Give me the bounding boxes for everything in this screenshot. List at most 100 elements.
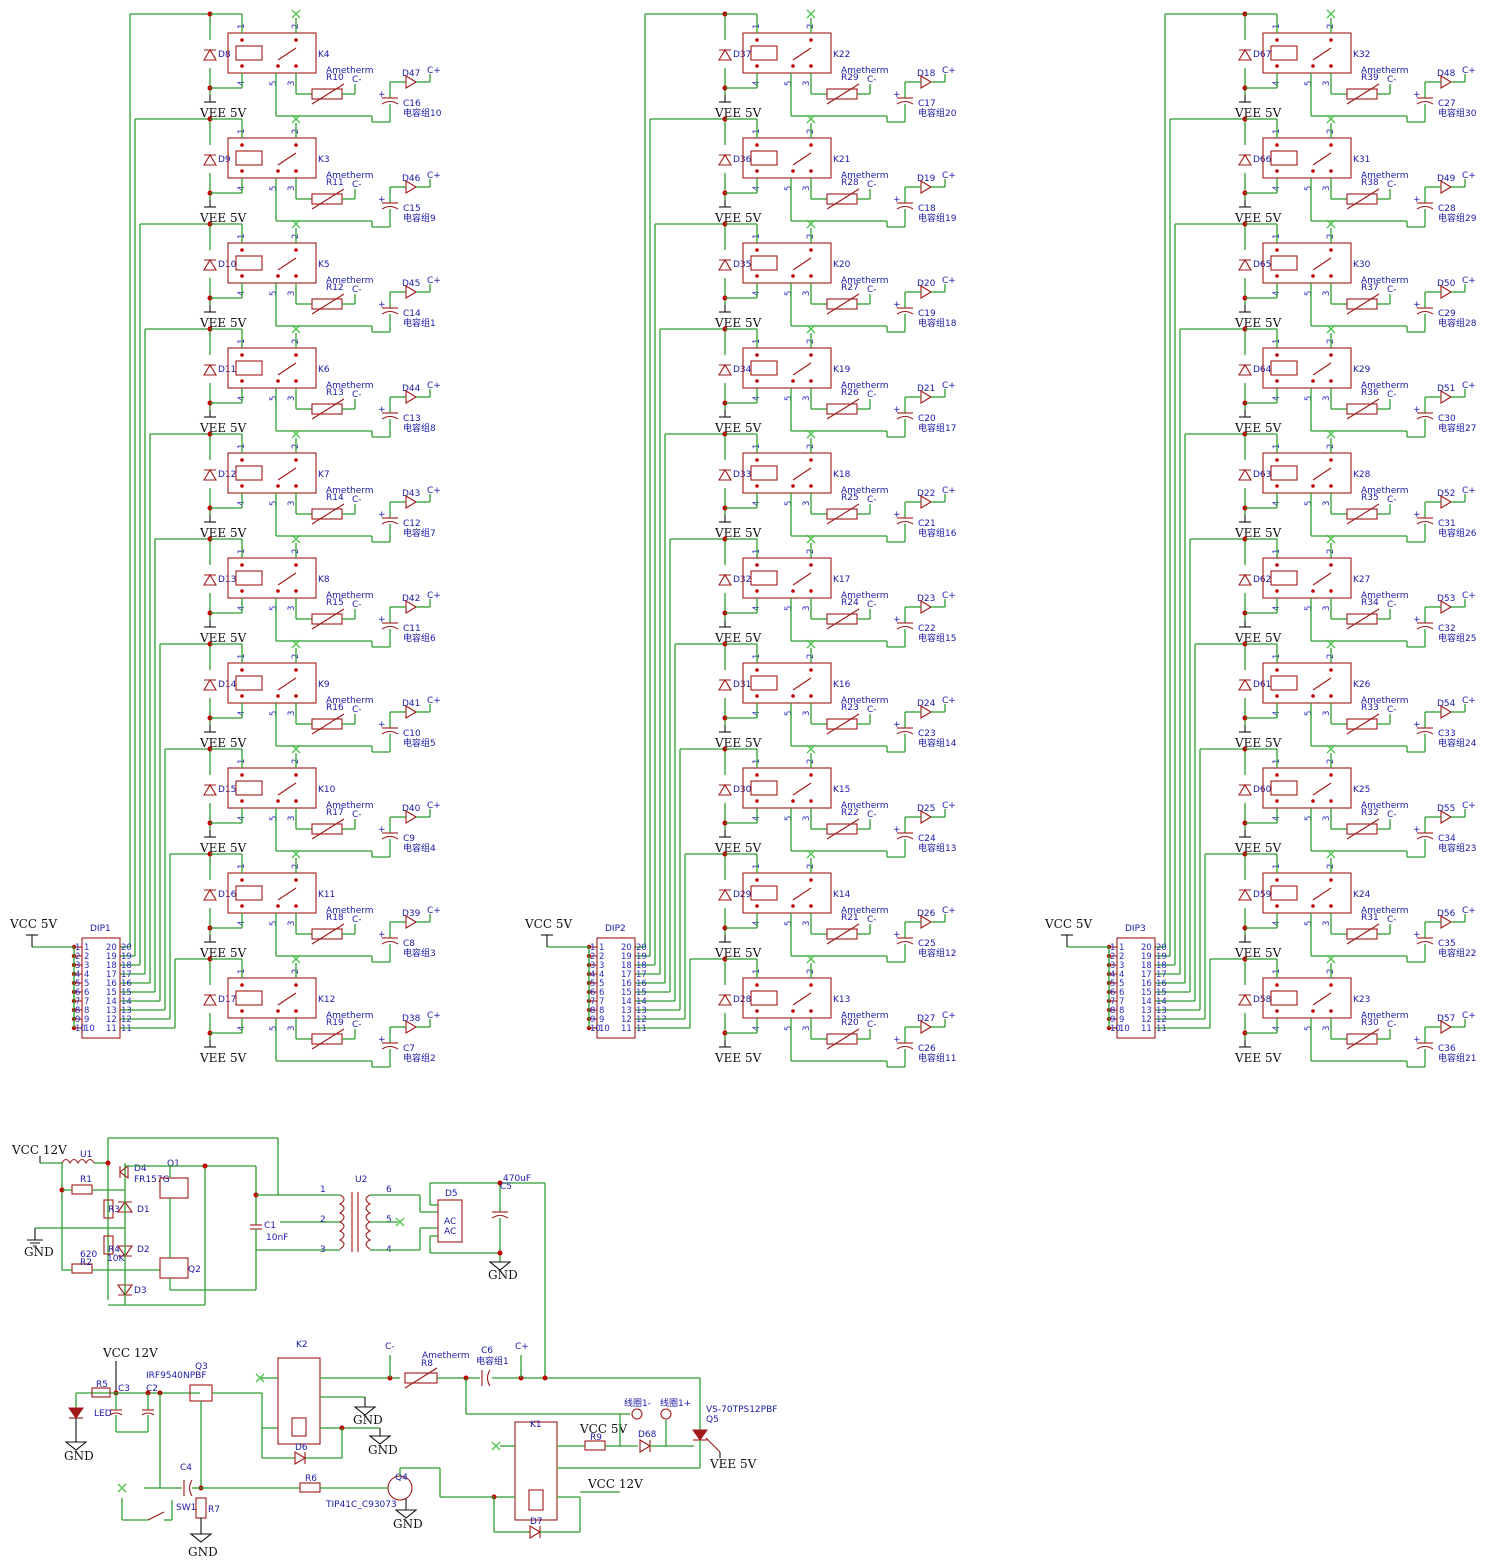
svg-text:1: 1 bbox=[84, 943, 89, 953]
svg-text:12: 12 bbox=[621, 1015, 632, 1025]
vee5-label: VEE 5V bbox=[714, 211, 762, 225]
diode-ref: D17 bbox=[218, 995, 236, 1005]
dip-ref: DIP1 bbox=[90, 924, 111, 934]
vee5-label: VEE 5V bbox=[1234, 316, 1282, 330]
relay-body bbox=[742, 872, 832, 914]
thermistor-ref: R30 bbox=[1361, 1018, 1379, 1028]
svg-text:20: 20 bbox=[621, 943, 632, 953]
vee5-label: VEE 5V bbox=[1234, 421, 1282, 435]
no-connect-mark bbox=[291, 534, 301, 544]
capacitor-group: 电容组19 bbox=[918, 212, 957, 224]
led-ref: D22 bbox=[917, 489, 935, 499]
coil1-minus-label: 线圈1- bbox=[624, 1397, 651, 1409]
svg-text:10: 10 bbox=[599, 1024, 610, 1034]
flyback-diode bbox=[203, 258, 217, 271]
svg-text:17: 17 bbox=[621, 970, 632, 980]
relay-body bbox=[227, 767, 317, 809]
diode-ref: D60 bbox=[1253, 785, 1272, 795]
cminus-label: C- bbox=[867, 810, 877, 820]
svg-text:4: 4 bbox=[84, 970, 89, 980]
svg-text:13: 13 bbox=[636, 1006, 647, 1016]
cminus-label: C- bbox=[1387, 285, 1397, 295]
gnd-label-led: GND bbox=[64, 1449, 94, 1463]
inverter-section: VCC 12V U1 R1 R3 D1 GND R4 10K 620 bbox=[11, 1137, 546, 1378]
thermistor-type: Ametherm bbox=[841, 66, 889, 76]
vcc5-label-r9: VCC 5V bbox=[579, 1422, 627, 1436]
relay-coil bbox=[235, 255, 263, 271]
c6-group: 电容组1 bbox=[476, 1355, 509, 1367]
svg-text:3: 3 bbox=[287, 1026, 297, 1031]
svg-text:3: 3 bbox=[1322, 921, 1332, 926]
cminus-label: C- bbox=[867, 75, 877, 85]
svg-text:3: 3 bbox=[287, 501, 297, 506]
svg-text:5: 5 bbox=[599, 979, 604, 989]
coil1-plus-label: 线圈1+ bbox=[660, 1397, 691, 1409]
relay-coil bbox=[750, 150, 778, 166]
cminus-label: C- bbox=[867, 390, 877, 400]
capacitor-group: 电容组4 bbox=[403, 842, 436, 854]
svg-text:5: 5 bbox=[784, 711, 794, 716]
dip-body bbox=[81, 937, 121, 1039]
cminus-label: C- bbox=[352, 600, 362, 610]
relay-body bbox=[1262, 347, 1352, 389]
no-connect-mark bbox=[291, 114, 301, 124]
dip-ref: DIP3 bbox=[1125, 924, 1146, 934]
gnd-label-k2-5: GND bbox=[353, 1413, 383, 1427]
flyback-diode bbox=[718, 678, 732, 691]
q2-ref: Q2 bbox=[188, 1265, 201, 1275]
svg-text:3: 3 bbox=[75, 961, 80, 971]
thermistor-ref: R34 bbox=[1361, 598, 1379, 608]
thermistor-type: Ametherm bbox=[326, 381, 374, 391]
diode-ref: D61 bbox=[1253, 680, 1271, 690]
cplus-label: C+ bbox=[427, 381, 441, 391]
cminus-label: C- bbox=[352, 495, 362, 505]
relay-ref: K27 bbox=[1353, 575, 1370, 585]
relay-body bbox=[227, 557, 317, 599]
thermistor-ref: R22 bbox=[841, 808, 859, 818]
relay-coil bbox=[750, 780, 778, 796]
u2-pin3: 3 bbox=[320, 1245, 326, 1255]
vee5-label: VEE 5V bbox=[199, 106, 247, 120]
svg-text:12: 12 bbox=[106, 1015, 117, 1025]
svg-text:+: + bbox=[1413, 720, 1421, 730]
led-ref: D55 bbox=[1437, 804, 1455, 814]
flyback-diode bbox=[203, 678, 217, 691]
cplus-label: C+ bbox=[427, 1011, 441, 1021]
capacitor-group: 电容组23 bbox=[1438, 842, 1476, 854]
svg-text:17: 17 bbox=[106, 970, 117, 980]
vee5-label: VEE 5V bbox=[1234, 1051, 1282, 1065]
led-ref: D38 bbox=[402, 1014, 421, 1024]
svg-text:5: 5 bbox=[84, 979, 89, 989]
svg-text:16: 16 bbox=[636, 979, 647, 989]
capacitor-ref: C22 bbox=[918, 624, 936, 634]
relay-coil bbox=[750, 885, 778, 901]
led-ref: D24 bbox=[917, 699, 936, 709]
svg-text:2: 2 bbox=[75, 952, 80, 962]
capacitor-group: 电容组20 bbox=[918, 107, 957, 119]
relay-ref: K8 bbox=[318, 575, 330, 585]
relay-ref: K32 bbox=[1353, 50, 1370, 60]
flyback-diode bbox=[718, 888, 732, 901]
svg-text:9: 9 bbox=[1119, 1015, 1124, 1025]
vee5-label: VEE 5V bbox=[1234, 211, 1282, 225]
svg-text:16: 16 bbox=[1156, 979, 1167, 989]
diode-ref: D63 bbox=[1253, 470, 1271, 480]
svg-text:4: 4 bbox=[599, 970, 604, 980]
svg-text:16: 16 bbox=[621, 979, 632, 989]
relay-body bbox=[1262, 767, 1352, 809]
no-connect-mark bbox=[291, 219, 301, 229]
svg-text:10: 10 bbox=[1119, 1024, 1130, 1034]
svg-text:5: 5 bbox=[269, 81, 279, 86]
vee5-label: VEE 5V bbox=[199, 421, 247, 435]
capacitor-group: 电容组27 bbox=[1438, 422, 1476, 434]
d1-ref: D1 bbox=[137, 1205, 150, 1215]
thermistor-ref: R26 bbox=[841, 388, 859, 398]
